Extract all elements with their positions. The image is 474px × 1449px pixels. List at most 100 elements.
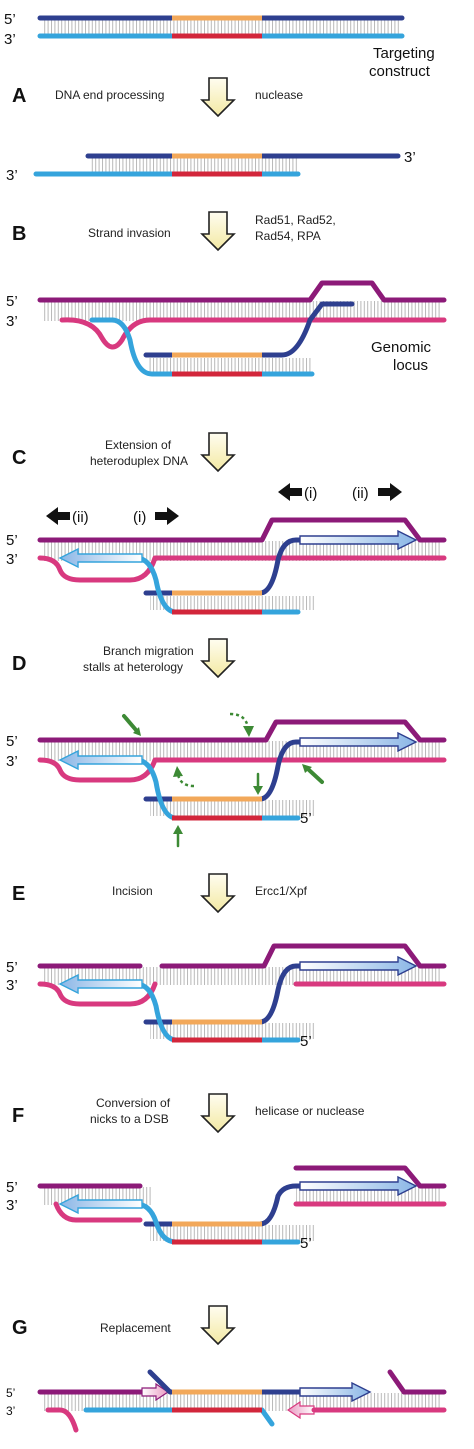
three-prime-label: 3’ (6, 313, 18, 330)
nick-site-arrowhead (173, 825, 183, 834)
three-prime-label: 3’ (6, 551, 18, 568)
three-prime-label: 3’ (6, 1197, 18, 1214)
three-prime-label: 3’ (4, 31, 16, 48)
direction-ii-label: (ii) (352, 485, 369, 502)
step-c-description-2: heteroduplex DNA (90, 454, 188, 468)
arrow-left-icon (46, 507, 70, 525)
three-prime-label: 3’ (6, 1404, 15, 1418)
extension-arrow-right (299, 955, 418, 977)
replacement-structure: 5’ 3’ (6, 1369, 447, 1433)
five-prime-label: 5’ (6, 293, 18, 310)
donor-top-strand (147, 1369, 355, 1395)
targeting-construct-label-1: Targeting (373, 45, 435, 62)
step-a-description: DNA end processing (55, 88, 164, 102)
process-arrow-f (200, 1093, 236, 1134)
three-prime-label: 3’ (6, 167, 18, 184)
three-prime-label: 3’ (404, 149, 416, 166)
extension-arrow-right (299, 529, 418, 551)
resected-construct: 3’ 3’ (6, 149, 416, 184)
step-f: F Conversion of nicks to a DSB helicase … (12, 1093, 365, 1134)
step-a: A DNA end processing nuclease (12, 77, 303, 118)
heteroduplex-structure: 5’ 3’ (6, 517, 447, 615)
donor-top-strand (143, 537, 401, 596)
donor-top-strand (143, 1183, 401, 1227)
five-prime-label: 5’ (300, 810, 312, 827)
genomic-locus-label-2: locus (393, 357, 428, 374)
genomic-top-strand-right (159, 943, 447, 969)
genomic-flap (45, 1407, 79, 1433)
step-letter-c: C (12, 447, 26, 469)
direction-i-label: (i) (133, 509, 146, 526)
extension-arrow-right (299, 1381, 372, 1403)
genomic-bottom-strand (37, 555, 447, 583)
genomic-bottom-strand (59, 317, 447, 350)
nick-site-arrowhead (302, 764, 312, 773)
process-arrow-d (200, 638, 236, 679)
step-f-description-2: nicks to a DSB (90, 1112, 169, 1126)
process-arrow-c (200, 432, 236, 473)
five-prime-label: 5’ (300, 1033, 312, 1050)
extension-arrow-left (58, 547, 143, 569)
genomic-flap (387, 1369, 407, 1395)
step-g: G Replacement (12, 1305, 236, 1346)
process-arrow-a (200, 77, 236, 118)
extension-arrow-left (58, 1193, 143, 1215)
five-prime-label: 5’ (6, 1386, 15, 1400)
step-letter-d: D (12, 653, 26, 675)
arrow-right-icon (155, 507, 179, 525)
five-prime-label: 5’ (6, 1179, 18, 1196)
step-f-enzyme: helicase or nuclease (255, 1104, 365, 1118)
genomic-locus-label-1: Genomic (371, 339, 432, 356)
genomic-bottom-strand-left (37, 981, 158, 1007)
base-pair-rungs (42, 1393, 442, 1411)
step-letter-a: A (12, 85, 26, 107)
double-strand-break-structure: 5’ 3’ 5’ (6, 1165, 447, 1252)
resolution-arrowhead (243, 726, 254, 737)
step-b-description: Strand invasion (88, 226, 171, 240)
step-letter-f: F (12, 1105, 24, 1127)
process-arrow-e (200, 873, 236, 914)
nick-site-arrow (307, 768, 324, 784)
step-c-description-1: Extension of (105, 438, 172, 452)
incised-structure: 5’ 3’ 5’ (6, 943, 447, 1050)
five-prime-label: 5’ (300, 1235, 312, 1252)
strand-invasion-structure: 5’ 3’ Genomic locus (6, 280, 447, 377)
five-prime-label: 5’ (6, 532, 18, 549)
extension-arrow-left (58, 749, 143, 771)
process-arrow-b (200, 211, 236, 252)
targeting-construct: 5’ 3’ Targeting construct (4, 11, 435, 80)
extension-arrow-right (299, 731, 418, 753)
three-prime-label: 3’ (6, 977, 18, 994)
five-prime-label: 5’ (6, 733, 18, 750)
base-pair-rungs (150, 800, 316, 816)
extension-arrow-right (299, 1175, 418, 1197)
cleavage-site-markers (122, 712, 324, 848)
step-e: E Incision Ercc1/Xpf (12, 873, 308, 914)
donor-bottom-strand (89, 317, 315, 377)
base-pair-rungs (150, 596, 316, 610)
nick-site-arrowhead (133, 727, 141, 736)
genomic-top-strand (37, 719, 447, 743)
step-c: C Extension of heteroduplex DNA (12, 432, 236, 473)
genomic-bottom-strand (37, 757, 447, 783)
extension-arrow-left (58, 973, 143, 995)
stalled-branch-structure: 5’ 3’ 5’ (6, 719, 447, 827)
direction-ii-label: (ii) (72, 509, 89, 526)
step-e-enzyme: Ercc1/Xpf (255, 884, 308, 898)
step-d-description-2: stalls at heterology (83, 660, 183, 674)
step-f-description-1: Conversion of (96, 1096, 171, 1110)
arrow-right-icon (378, 483, 402, 501)
step-letter-b: B (12, 223, 26, 245)
process-arrow-g (200, 1305, 236, 1346)
step-b: B Strand invasion Rad51, Rad52, Rad54, R… (12, 211, 336, 252)
step-d: D Branch migration stalls at heterology (12, 638, 236, 679)
arrow-left-icon (278, 483, 302, 501)
base-pair-rungs (150, 1225, 316, 1241)
genomic-bottom-strand-left (53, 1201, 143, 1223)
resolution-arrowhead (173, 766, 183, 777)
donor-top-strand (143, 301, 355, 358)
targeting-construct-label-2: construct (369, 63, 431, 80)
base-pair-rungs (42, 19, 400, 35)
